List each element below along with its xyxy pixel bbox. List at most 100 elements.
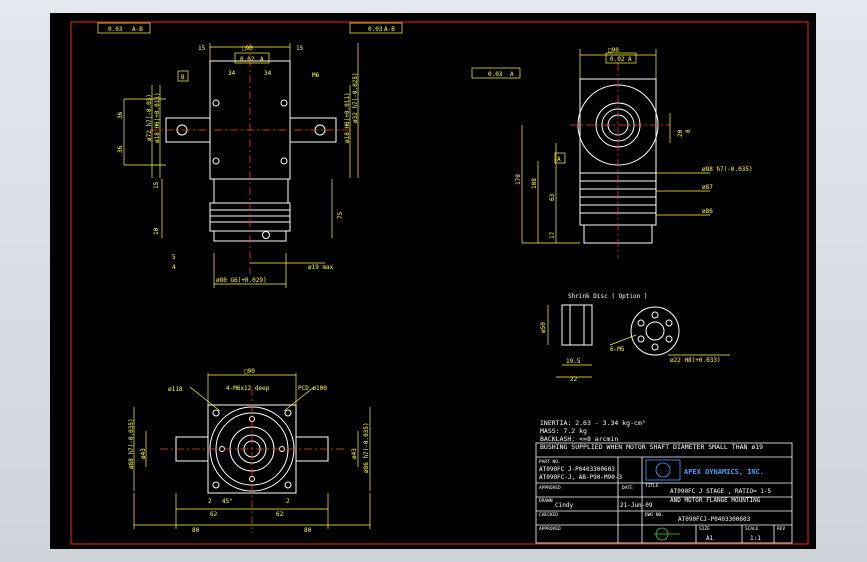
tb-title-2: AND MOTOR FLANGE MOUNTING: [670, 497, 761, 504]
note-bushing: BUSHING SUPPLIED WHEN MOTOR SHAFT DIAMET…: [540, 443, 763, 451]
tb-date-value: 21-Jun-09: [620, 502, 653, 509]
front-d62b: 62: [276, 511, 284, 518]
side-d86: ø86: [702, 208, 713, 215]
side-d17: 17: [549, 231, 556, 239]
shrink-d50: ø50: [540, 322, 547, 333]
front-d118: ø118: [168, 386, 183, 393]
tb-part-no-1: AT090FC J-P0403300603: [539, 466, 615, 473]
tb-scale-value: 1:1: [750, 535, 761, 542]
side-d87: ø87: [702, 184, 713, 191]
front-view-centerlines: [160, 388, 345, 533]
tb-drawn-value: Cindy: [555, 502, 573, 509]
front-d62a: 62: [210, 511, 218, 518]
top-d75: 75: [337, 211, 344, 219]
front-d80a: 80: [192, 527, 200, 534]
shrink-d195: 19.5: [566, 358, 581, 365]
tb-size-value: A1: [706, 535, 714, 542]
tb-part-no-2: AT090FC-J, AB-P90-M90-3: [539, 474, 622, 481]
top-d32: ø32 h7(-0.025): [352, 72, 359, 123]
side-d108: 108: [531, 178, 538, 189]
tb-title-1: AT090FC J STAGE , RATIO= 1-5: [670, 488, 772, 495]
top-d80: ø80 G6(+0.029): [216, 277, 267, 284]
tb-approved2-label: APPROVED: [539, 526, 561, 532]
note-backlash: BACKLASH: <=8 arcmin: [540, 435, 618, 443]
front-angle: 45°: [222, 498, 233, 505]
side-view-centerlines: [570, 63, 670, 258]
shrink-m5: 6-M5: [610, 346, 625, 353]
top-m6: M6: [312, 72, 320, 79]
front-d2a: 2: [208, 498, 212, 505]
top-d36b: 36: [117, 145, 124, 153]
top-datum-b: B: [181, 74, 185, 81]
top-d18b: ø18 H6(+0.011): [344, 92, 351, 143]
front-view-dimensions: [133, 373, 371, 529]
tb-approved-label: APPROVED: [539, 485, 561, 491]
front-d88: ø88 h7(-0.035): [128, 418, 135, 469]
shrink-d22h8: ø22 H8(+0.033): [670, 357, 721, 364]
side-tol: 0.03: [488, 71, 503, 78]
top-tol-sq-ref: A: [260, 56, 264, 63]
front-pcd: PCD ø100: [298, 385, 327, 392]
top-d15c: 15: [153, 181, 160, 189]
side-d8: 8: [685, 129, 692, 133]
top-d10: 10: [153, 227, 160, 235]
drawing-frame: [70, 21, 809, 545]
tb-rev-label: REV: [777, 526, 785, 532]
top-d5: 5: [172, 254, 176, 261]
drawing-background: [50, 13, 816, 549]
side-d20: 20: [677, 129, 684, 137]
top-tol-right: 0.03: [368, 26, 383, 33]
side-tol-sq-ref: A: [628, 56, 632, 63]
side-datum-a: A: [557, 156, 561, 163]
top-d18: ø18 H6(+0.011): [154, 92, 161, 143]
top-d4: 4: [172, 264, 176, 271]
shrink-disc-front: [630, 306, 680, 356]
front-d43b: ø43: [351, 448, 358, 459]
side-tol-ref: A: [510, 71, 514, 78]
side-d63: 63: [549, 193, 556, 201]
top-d34: 34: [228, 70, 236, 77]
top-d72: ø72 h7(-0.03): [146, 94, 153, 141]
top-d15a: 15: [198, 45, 206, 52]
top-tol-left-ref: A-B: [132, 26, 143, 33]
side-d88: ø88 h7(-0.035): [702, 166, 753, 173]
top-d36a: 36: [117, 111, 124, 119]
tb-dwg-label: DWG NO.: [645, 512, 664, 518]
shrink-disc-title: Shrink Disc ( Option ): [568, 293, 647, 300]
front-d86: ø86 h7(-0.035): [363, 422, 370, 473]
tb-title-label: TITLE: [645, 483, 659, 489]
top-view-centerlines: [150, 43, 350, 278]
side-tol-sq: 0.02: [610, 56, 625, 63]
company-logo: [645, 459, 681, 481]
tb-size-label: SIZE: [699, 526, 710, 532]
front-holes: 4-M6x12 deep: [226, 385, 270, 392]
tb-part-no-label: PART NO.: [539, 459, 561, 465]
tb-scale-label: SCALE: [745, 526, 759, 532]
shrink-disc-dimensions: [547, 305, 730, 378]
top-sq90: □90: [242, 45, 253, 52]
top-d34b: 34: [264, 70, 272, 77]
front-d2b: 2: [286, 498, 290, 505]
shrink-d22: 22: [570, 376, 578, 383]
tb-company: APEX DYNAMICS, INC.: [684, 468, 764, 476]
top-tol-right-ref: A-B: [384, 26, 395, 33]
top-tol-left: 0.03: [108, 26, 123, 33]
tb-dwg-value: AT090FCJ-P0403300603: [678, 516, 751, 523]
top-tol-sq: 0.02: [240, 56, 255, 63]
title-block: [535, 442, 793, 544]
side-view-dimensions: [471, 49, 710, 244]
front-d43: ø43: [140, 448, 147, 459]
tb-checked-label: CHECKED: [539, 512, 558, 518]
tb-drawn-label: DRAWN: [539, 498, 553, 504]
cad-drawing-canvas[interactable]: 0.03 A-B 0.03 A-B □90 0.02 A 15 15 34 34…: [50, 13, 816, 549]
top-d15b: 15: [296, 45, 304, 52]
side-d170: 170: [515, 174, 522, 185]
front-sq90: □90: [244, 368, 255, 375]
side-sq90: □90: [608, 47, 619, 54]
note-mass: MASS: 7.2 kg: [540, 427, 587, 435]
shrink-disc: [561, 304, 680, 356]
front-d80b: 80: [304, 527, 312, 534]
top-view-dimensions: [97, 22, 403, 288]
top-d19: ø19 max: [308, 264, 334, 271]
